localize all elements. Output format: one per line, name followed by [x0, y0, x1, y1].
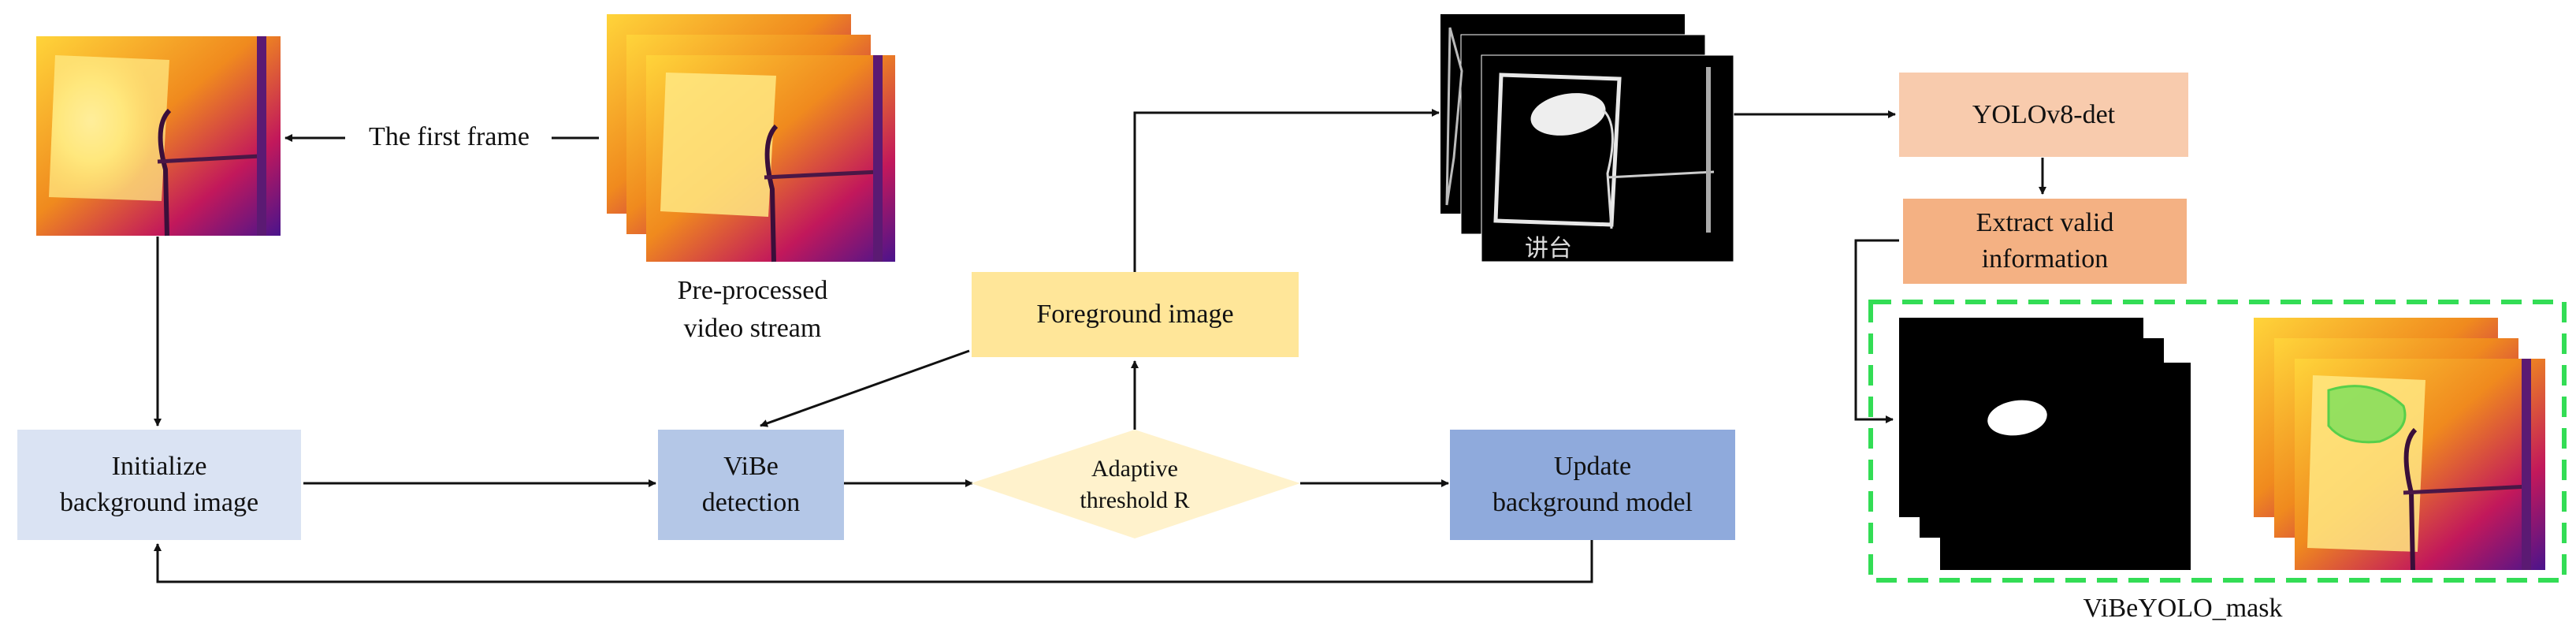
first-frame-thermal-image — [36, 36, 281, 237]
extract-valid-information-box: Extract valid information — [1903, 199, 2187, 284]
extract-line2: information — [1981, 244, 2109, 274]
svg-text:讲台: 讲台 — [1525, 236, 1572, 262]
vibe-line2: detection — [701, 488, 801, 517]
yolov8-det-box: YOLOv8-det — [1899, 73, 2188, 157]
yolo-text: YOLOv8-det — [1972, 99, 2116, 129]
vibeyolo-mask-caption: ViBeYOLO_mask — [2017, 590, 2348, 628]
vibeyolo-mask-region — [1868, 300, 2567, 583]
vibeyolo-mask-text: ViBeYOLO_mask — [2083, 594, 2283, 623]
preprocessed-line2: video stream — [683, 313, 822, 343]
segmented-thermal-stack — [2254, 318, 2545, 571]
preprocessed-line1: Pre-processed — [677, 276, 828, 305]
preprocessed-video-stack — [607, 14, 895, 263]
adaptive-threshold-diamond — [971, 430, 1300, 538]
arrow-foreground-to-vibe — [760, 349, 970, 427]
update-line2: background model — [1492, 488, 1693, 517]
update-line1: Update — [1553, 452, 1632, 482]
update-background-model-box: Update background model — [1450, 430, 1735, 540]
extract-line1: Extract valid — [1976, 208, 2114, 238]
arrow-extract-to-mask — [1854, 239, 1899, 423]
initialize-line1: Initialize — [111, 452, 207, 482]
adaptive-line1: Adaptive — [1091, 455, 1178, 482]
initialize-line2: background image — [59, 488, 259, 517]
binary-foreground-stack: 讲台 — [1440, 14, 1734, 263]
adaptive-threshold-label: Adaptive threshold R — [1024, 445, 1245, 524]
initialize-background-box: Initialize background image — [17, 430, 301, 540]
vibe-detection-box: ViBe detection — [658, 430, 844, 540]
first-frame-text: The first frame — [369, 122, 530, 151]
first-frame-label: The first frame — [347, 118, 552, 156]
mask-output-stack — [1899, 318, 2191, 570]
arrow-update-to-init — [154, 539, 1593, 583]
foreground-image-box: Foreground image — [972, 272, 1299, 357]
adaptive-line2: threshold R — [1080, 487, 1190, 513]
vibe-line1: ViBe — [723, 452, 779, 482]
preprocessed-label: Pre-processed video stream — [623, 272, 883, 347]
foreground-text: Foreground image — [1036, 300, 1234, 330]
arrow-foreground-to-binary — [1133, 109, 1440, 272]
